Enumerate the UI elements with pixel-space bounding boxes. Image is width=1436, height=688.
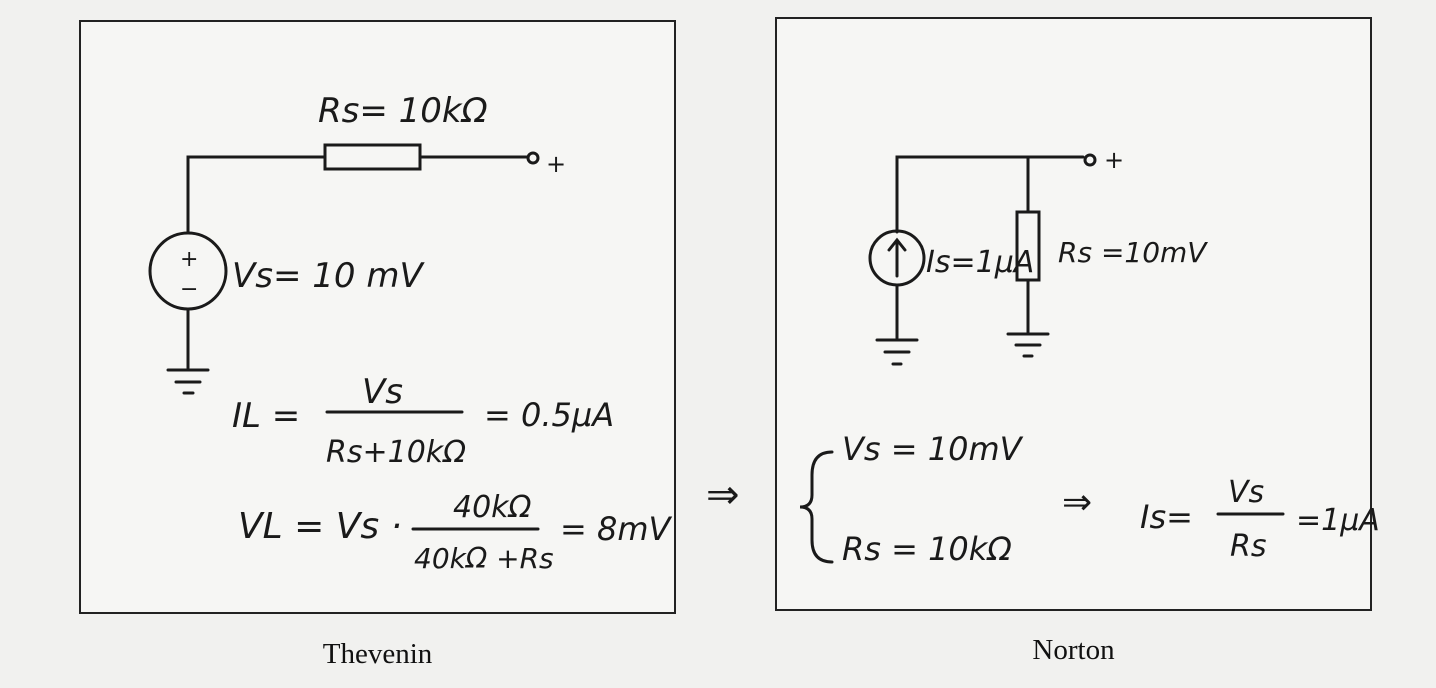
il-lhs: IL = — [232, 396, 300, 436]
vl-result: = 8mV — [560, 510, 673, 548]
il-result: = 0.5μA — [484, 396, 614, 434]
norton-terminal-plus: + — [1104, 146, 1124, 174]
is-denominator: Rs — [1230, 529, 1266, 564]
thevenin-wire-left — [186, 155, 327, 234]
norton-implies-icon: ⇒ — [1062, 482, 1092, 523]
thevenin-terminal — [526, 151, 540, 165]
current-arrow-icon — [887, 237, 907, 278]
thevenin-terminal-plus: + — [546, 150, 566, 178]
il-numerator: Vs — [362, 372, 403, 412]
source-minus-sign: − — [180, 277, 198, 302]
is-lhs: Is= — [1140, 498, 1193, 536]
norton-wire-top — [895, 155, 1085, 234]
il-denominator: Rs+10kΩ — [326, 435, 466, 470]
norton-circuit — [799, 153, 1285, 564]
thevenin-caption: Thevenin — [322, 638, 433, 670]
norton-terminal — [1083, 153, 1097, 167]
norton-caption: Norton — [1032, 634, 1115, 666]
source-voltage-label: Vs= 10 mV — [232, 256, 425, 296]
norton-resistor-label: Rs =10mV — [1058, 236, 1208, 269]
norton-panel — [775, 17, 1372, 611]
brace-icon — [799, 450, 834, 564]
transform-arrow-icon: ⇒ — [706, 472, 740, 518]
thevenin-resistor-label: Rs= 10kΩ — [318, 91, 488, 131]
ground-icon — [166, 368, 210, 395]
norton-rs-equation: Rs = 10kΩ — [842, 530, 1012, 568]
ground-icon — [1006, 332, 1050, 358]
is-result: =1μA — [1296, 503, 1380, 538]
thevenin-resistor — [323, 143, 422, 171]
thevenin-circuit — [148, 143, 540, 395]
vl-numerator: 40kΩ — [453, 490, 532, 525]
is-numerator: Vs — [1228, 475, 1264, 510]
current-source-label: Is=1μA — [926, 245, 1034, 280]
thevenin-panel — [79, 20, 676, 614]
vl-lhs: VL = Vs · — [238, 506, 402, 547]
ground-icon — [875, 338, 919, 366]
norton-vs-equation: Vs = 10mV — [842, 430, 1024, 468]
vl-denominator: 40kΩ +Rs — [414, 542, 554, 575]
source-plus-sign: + — [180, 247, 198, 272]
